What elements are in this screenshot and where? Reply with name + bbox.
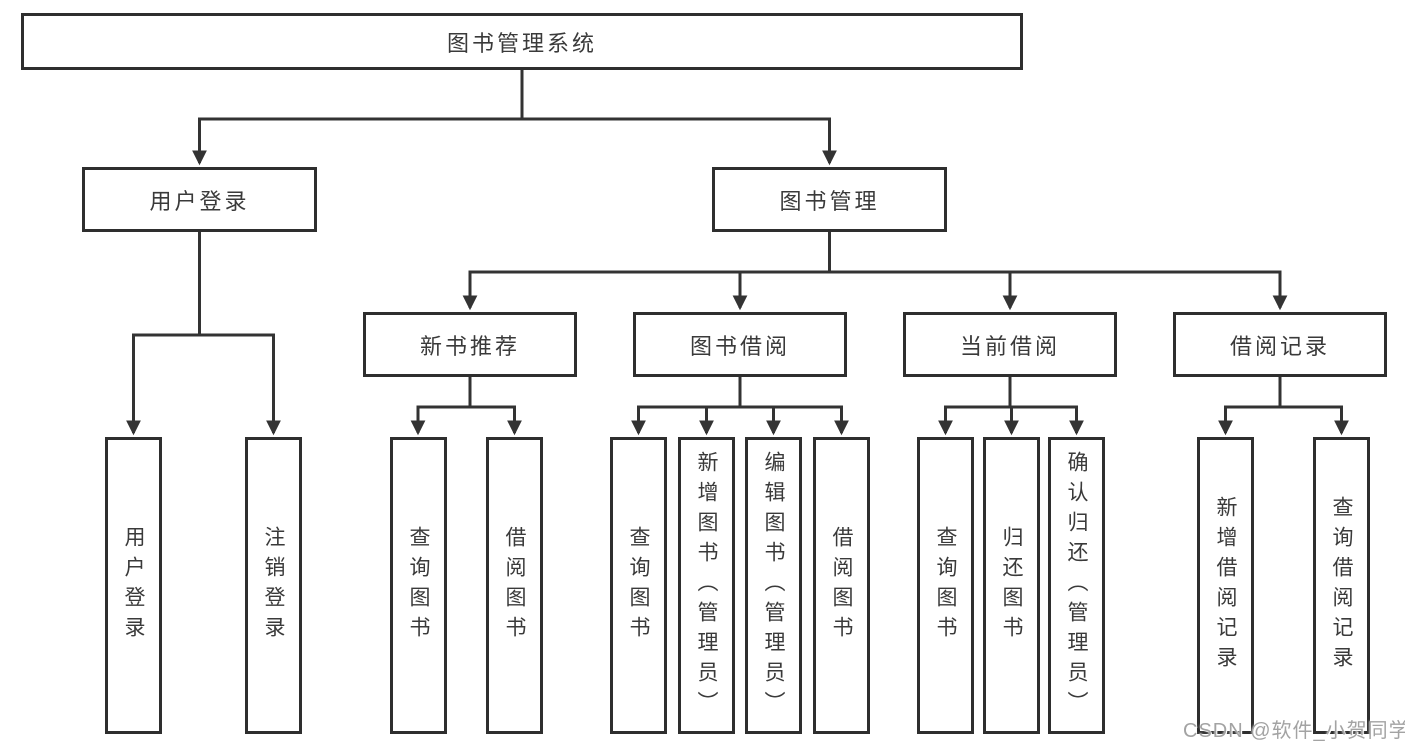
- connector-borrow-records-split: [1218, 377, 1349, 436]
- node-book-management: 图书管理: [712, 167, 947, 232]
- connector-user-login-split: [126, 232, 281, 436]
- leaf-query-books-recommend: 查询图书: [390, 437, 447, 734]
- leaf-query-borrow-record: 查询借阅记录: [1313, 437, 1370, 734]
- leaf-return-books: 归还图书: [983, 437, 1040, 734]
- node-borrowing-records: 借阅记录: [1173, 312, 1387, 377]
- connector-new-book-split: [410, 377, 522, 436]
- leaf-query-books-current: 查询图书: [917, 437, 974, 734]
- watermark: CSDN @软件_小贺同学: [1183, 720, 1405, 742]
- node-book-borrowing: 图书借阅: [633, 312, 847, 377]
- leaf-edit-books-admin: 编辑图书（管理员）: [745, 437, 802, 734]
- leaf-add-books-admin: 新增图书（管理员）: [678, 437, 735, 734]
- leaf-confirm-return-admin: 确认归还（管理员）: [1048, 437, 1105, 734]
- leaf-logout: 注销登录: [245, 437, 302, 734]
- connector-book-borrowing-split: [631, 377, 849, 436]
- leaf-borrow-books-borrowing: 借阅图书: [813, 437, 870, 734]
- node-user-login: 用户登录: [82, 167, 317, 232]
- connector-root-to-level2: [192, 70, 837, 166]
- connector-current-borrowing-split: [938, 377, 1084, 436]
- node-new-book-recommendation: 新书推荐: [363, 312, 577, 377]
- leaf-user-login: 用户登录: [105, 437, 162, 734]
- leaf-query-books-borrowing: 查询图书: [610, 437, 667, 734]
- node-current-borrowing: 当前借阅: [903, 312, 1117, 377]
- leaf-borrow-books-recommend: 借阅图书: [486, 437, 543, 734]
- connector-book-management-split: [462, 232, 1288, 311]
- leaf-add-borrow-record: 新增借阅记录: [1197, 437, 1254, 734]
- node-library-system: 图书管理系统: [21, 13, 1023, 70]
